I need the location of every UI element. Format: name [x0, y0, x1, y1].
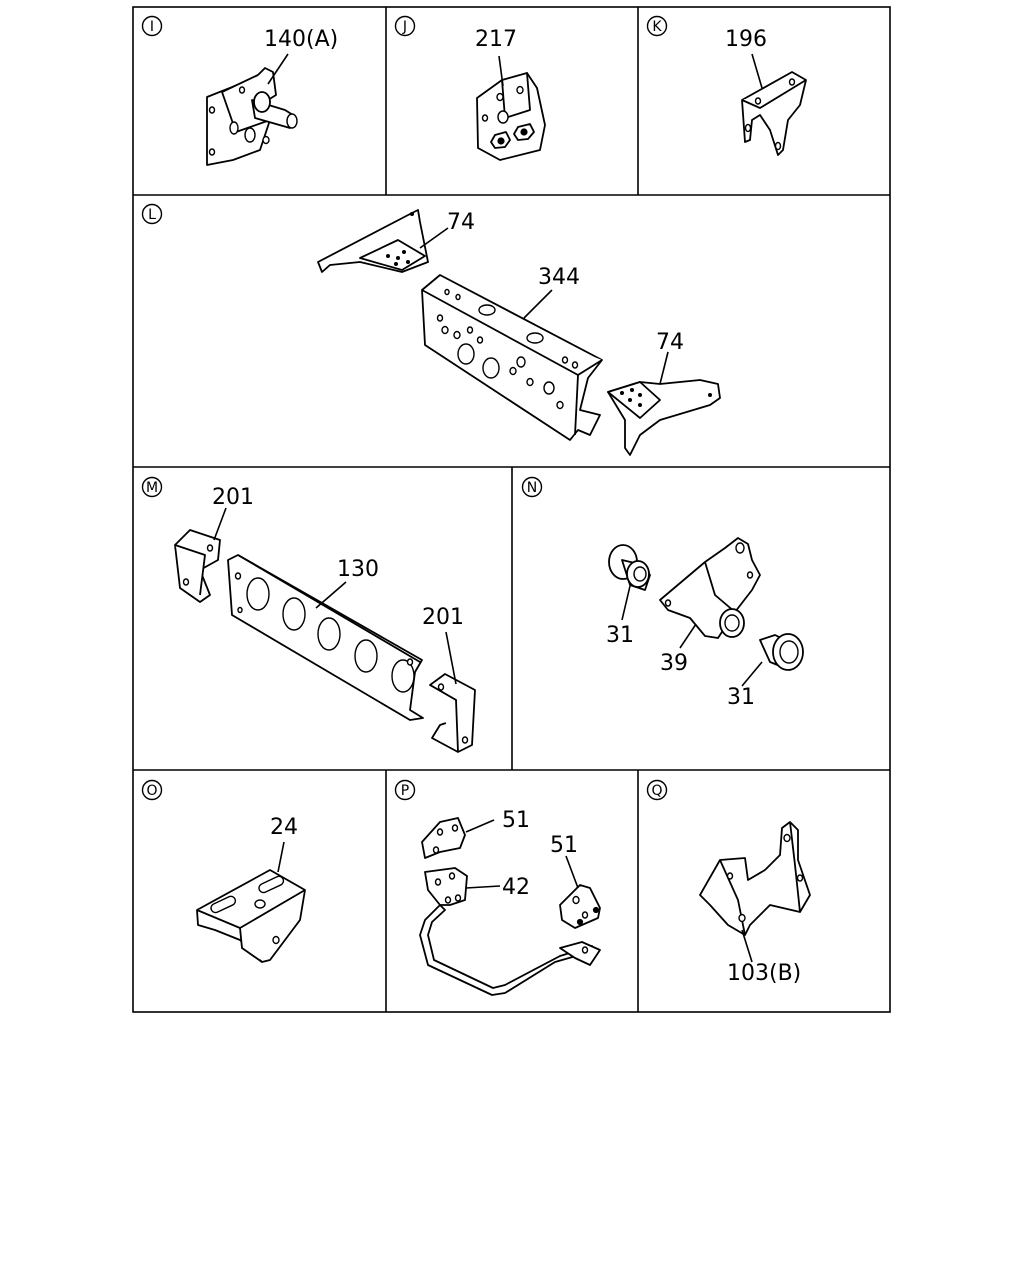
leader-51-top	[465, 819, 495, 833]
panel-letter-p: P	[394, 779, 416, 801]
label-31-left: 31	[606, 623, 634, 648]
leader-74-left	[419, 227, 449, 249]
panel-letter-i: I	[141, 15, 163, 37]
panel-letter-j: J	[394, 15, 416, 37]
label-201-left: 201	[212, 485, 254, 510]
label-39: 39	[660, 651, 688, 676]
svg-text:O: O	[146, 783, 157, 799]
part-o-bracket	[196, 869, 306, 963]
label-196: 196	[725, 27, 767, 52]
part-q-hanger	[699, 821, 811, 936]
leader-344	[523, 289, 553, 319]
part-i-bracket	[206, 67, 298, 166]
label-24: 24	[270, 815, 298, 840]
label-74-left: 74	[447, 210, 475, 235]
svg-text:L: L	[148, 207, 156, 223]
leader-196	[751, 53, 763, 89]
leader-103b	[741, 929, 753, 963]
part-n-bushing-left	[608, 544, 651, 591]
leader-42	[465, 885, 501, 889]
svg-text:Q: Q	[651, 783, 662, 799]
svg-text:M: M	[146, 480, 158, 496]
leader-31-left	[621, 585, 631, 621]
svg-text:K: K	[652, 19, 662, 35]
part-k-bracket	[741, 71, 807, 156]
part-m-bracket-right	[429, 673, 476, 753]
leader-39	[679, 623, 697, 649]
panel-letter-l: L	[141, 203, 163, 225]
svg-text:J: J	[402, 19, 407, 35]
panel-letter-o: O	[141, 779, 163, 801]
leader-201-right	[445, 631, 457, 685]
part-n-bracket	[659, 537, 761, 639]
label-140a: 140(A)	[264, 27, 338, 52]
part-p-bracket-top	[421, 817, 466, 859]
label-51-top: 51	[502, 808, 530, 833]
leader-201-left	[213, 507, 227, 541]
svg-text:P: P	[401, 783, 409, 799]
part-l-crossmember	[421, 274, 603, 441]
part-m-crossmember-plate	[227, 554, 424, 721]
label-130: 130	[337, 557, 379, 582]
panel-letter-n: N	[521, 476, 543, 498]
panel-letter-m: M	[141, 476, 163, 498]
leader-24	[277, 841, 285, 873]
label-51-right: 51	[550, 833, 578, 858]
panel-letters: I J K L M N O P	[141, 15, 668, 801]
label-201-right: 201	[422, 605, 464, 630]
leader-31-right	[741, 661, 763, 687]
part-p-bracket-right	[559, 884, 601, 929]
panel-grid	[132, 6, 891, 1013]
label-217: 217	[475, 27, 517, 52]
svg-text:N: N	[527, 480, 537, 496]
part-n-bushing-right	[759, 633, 804, 671]
leader-130	[315, 581, 347, 609]
leader-74-right	[659, 351, 669, 385]
panel-letter-k: K	[646, 15, 668, 37]
part-p-stay	[419, 867, 601, 996]
svg-text:I: I	[150, 19, 154, 35]
leader-51-right	[565, 855, 579, 889]
label-344: 344	[538, 265, 580, 290]
part-m-bracket-left	[174, 529, 221, 603]
part-l-gusset-right	[607, 379, 721, 456]
label-42: 42	[502, 875, 530, 900]
leader-140a	[267, 53, 289, 85]
label-31-right: 31	[727, 685, 755, 710]
panel-letter-q: Q	[646, 779, 668, 801]
part-j-bracket	[476, 72, 546, 161]
label-74-right: 74	[656, 330, 684, 355]
label-103b: 103(B)	[727, 961, 801, 986]
part-l-gusset-left	[317, 209, 429, 273]
leader-217	[498, 55, 504, 87]
